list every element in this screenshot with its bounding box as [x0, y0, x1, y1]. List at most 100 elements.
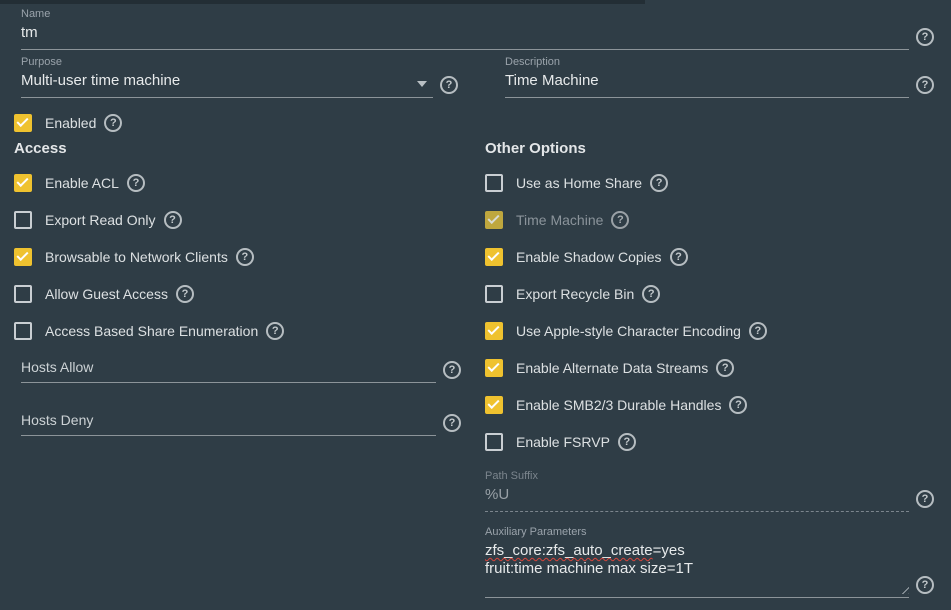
checkbox-label: Enable ACL	[45, 175, 119, 191]
checkbox-row-time-machine[interactable]: Time Machine?	[485, 211, 934, 229]
checkbox-label: Use Apple-style Character Encoding	[516, 323, 741, 339]
checkbox-label: Access Based Share Enumeration	[45, 323, 259, 339]
description-field[interactable]: Description Time Machine	[505, 56, 909, 98]
checkbox-row-use-apple-style-character-encoding[interactable]: Use Apple-style Character Encoding?	[485, 322, 934, 340]
help-icon[interactable]: ?	[669, 248, 688, 266]
purpose-select[interactable]: Purpose Multi-user time machine	[21, 56, 433, 98]
name-input[interactable]: tm	[21, 24, 909, 50]
access-heading: Access	[14, 140, 67, 157]
checked-checkbox[interactable]	[485, 211, 503, 229]
checked-checkbox[interactable]	[485, 396, 503, 414]
enabled-row: Enabled?	[14, 114, 123, 132]
help-icon[interactable]: ?	[175, 285, 194, 303]
help-icon[interactable]: ?	[617, 433, 636, 451]
checkbox-label: Enable SMB2/3 Durable Handles	[516, 397, 722, 413]
other-options-checkbox-list: Use as Home Share?Time Machine?Enable Sh…	[485, 174, 934, 451]
other-options-heading: Other Options	[485, 140, 586, 157]
checkbox-row-enable-fsrvp[interactable]: Enable FSRVP?	[485, 433, 934, 451]
checkbox-row-enable-acl[interactable]: Enable ACL?	[14, 174, 461, 192]
checkbox-label: Allow Guest Access	[45, 286, 168, 302]
hosts-allow-label[interactable]: Hosts Allow	[21, 359, 436, 383]
purpose-wrap: Purpose Multi-user time machine ?	[21, 56, 458, 98]
checkbox-row-enable-alternate-data-streams[interactable]: Enable Alternate Data Streams?	[485, 359, 934, 377]
chevron-down-icon[interactable]	[417, 81, 427, 87]
other-options-section: Other Options Use as Home Share?Time Mac…	[485, 140, 934, 598]
name-field[interactable]: Name tm	[21, 8, 909, 50]
help-icon[interactable]: ?	[611, 211, 630, 229]
name-label: Name	[21, 8, 51, 20]
help-icon[interactable]: ?	[104, 114, 123, 132]
checkbox-row-enabled[interactable]: Enabled?	[14, 114, 123, 132]
hosts-deny-field[interactable]: Hosts Deny	[21, 412, 436, 436]
textarea-resize-grip-icon[interactable]	[899, 584, 909, 594]
checkbox-row-allow-guest-access[interactable]: Allow Guest Access?	[14, 285, 461, 303]
hosts-allow-row: Hosts Allow ?	[21, 359, 461, 383]
hosts-deny-row: Hosts Deny ?	[21, 412, 461, 436]
hosts-allow-field[interactable]: Hosts Allow	[21, 359, 436, 383]
checked-checkbox[interactable]	[485, 322, 503, 340]
access-section: Access Enable ACL?Export Read Only?Brows…	[14, 140, 461, 436]
unchecked-checkbox[interactable]	[485, 285, 503, 303]
access-checkbox-list: Enable ACL?Export Read Only?Browsable to…	[14, 174, 461, 340]
help-icon[interactable]: ?	[126, 174, 145, 192]
purpose-description-row: Purpose Multi-user time machine ? Descri…	[21, 56, 934, 98]
help-icon[interactable]: ?	[235, 248, 254, 266]
checkbox-label: Time Machine	[516, 212, 604, 228]
help-icon[interactable]: ?	[440, 76, 458, 94]
help-icon[interactable]: ?	[163, 211, 182, 229]
checkbox-label: Enable Alternate Data Streams	[516, 360, 709, 376]
aux-line1-misspelled: zfs_core:zfs_auto_create	[485, 542, 653, 559]
help-icon[interactable]: ?	[729, 396, 748, 414]
checked-checkbox[interactable]	[14, 248, 32, 266]
name-field-row: Name tm ?	[21, 8, 934, 50]
path-suffix-input: %U	[485, 486, 909, 512]
checked-checkbox[interactable]	[14, 114, 32, 132]
checkbox-row-browsable-to-network-clients[interactable]: Browsable to Network Clients?	[14, 248, 461, 266]
path-suffix-label: Path Suffix	[485, 470, 538, 482]
aux-line1-rest: =yes	[652, 542, 685, 559]
hosts-deny-label[interactable]: Hosts Deny	[21, 412, 436, 436]
checkbox-row-enable-shadow-copies[interactable]: Enable Shadow Copies?	[485, 248, 934, 266]
help-icon[interactable]: ?	[916, 76, 934, 94]
help-icon[interactable]: ?	[916, 490, 934, 508]
unchecked-checkbox[interactable]	[14, 211, 32, 229]
checkbox-label: Export Recycle Bin	[516, 286, 635, 302]
aux-params-field[interactable]: Auxiliary Parameters zfs_core:zfs_auto_c…	[485, 526, 909, 598]
help-icon[interactable]: ?	[642, 285, 661, 303]
unchecked-checkbox[interactable]	[14, 285, 32, 303]
help-icon[interactable]: ?	[916, 576, 934, 594]
description-label: Description	[505, 56, 561, 68]
checkbox-label: Enable FSRVP	[516, 434, 610, 450]
purpose-value[interactable]: Multi-user time machine	[21, 72, 433, 98]
help-icon[interactable]: ?	[716, 359, 735, 377]
help-icon[interactable]: ?	[650, 174, 669, 192]
checked-checkbox[interactable]	[485, 359, 503, 377]
unchecked-checkbox[interactable]	[485, 174, 503, 192]
aux-params-row: Auxiliary Parameters zfs_core:zfs_auto_c…	[485, 526, 934, 598]
description-input[interactable]: Time Machine	[505, 72, 909, 98]
checkbox-label: Export Read Only	[45, 212, 156, 228]
top-divider	[0, 0, 645, 4]
unchecked-checkbox[interactable]	[485, 433, 503, 451]
checked-checkbox[interactable]	[485, 248, 503, 266]
checkbox-row-export-recycle-bin[interactable]: Export Recycle Bin?	[485, 285, 934, 303]
help-icon[interactable]: ?	[916, 28, 934, 46]
aux-params-label: Auxiliary Parameters	[485, 526, 587, 538]
checkbox-label: Enable Shadow Copies	[516, 249, 662, 265]
description-wrap: Description Time Machine ?	[505, 56, 934, 98]
checkbox-row-use-as-home-share[interactable]: Use as Home Share?	[485, 174, 934, 192]
checkbox-row-enable-smb2-3-durable-handles[interactable]: Enable SMB2/3 Durable Handles?	[485, 396, 934, 414]
help-icon[interactable]: ?	[748, 322, 767, 340]
help-icon[interactable]: ?	[443, 361, 461, 379]
checked-checkbox[interactable]	[14, 174, 32, 192]
checkbox-row-access-based-share-enumeration[interactable]: Access Based Share Enumeration?	[14, 322, 461, 340]
checkbox-label: Use as Home Share	[516, 175, 643, 191]
help-icon[interactable]: ?	[443, 414, 461, 432]
aux-line2: fruit:time machine max size=1T	[485, 560, 693, 577]
checkbox-label: Enabled	[45, 115, 97, 131]
help-icon[interactable]: ?	[266, 322, 285, 340]
unchecked-checkbox[interactable]	[14, 322, 32, 340]
checkbox-row-export-read-only[interactable]: Export Read Only?	[14, 211, 461, 229]
